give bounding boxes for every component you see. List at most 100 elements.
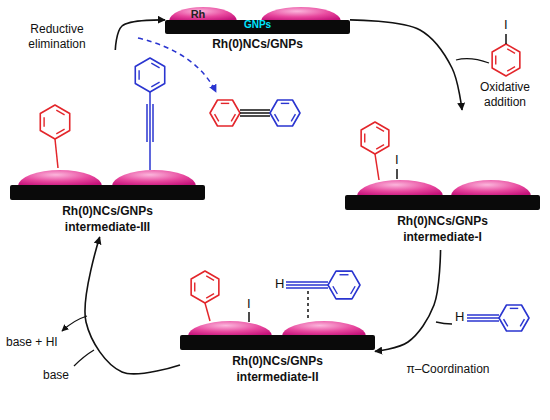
double-bond <box>206 294 214 298</box>
atom-label: I <box>395 153 399 168</box>
double-bond <box>194 283 195 292</box>
rh-nanocluster <box>188 321 272 336</box>
single-bond <box>505 34 507 44</box>
double-bond <box>56 129 64 134</box>
single-bond <box>149 142 151 170</box>
double-bond <box>520 319 524 326</box>
ring-outline <box>210 100 240 126</box>
intermediate-label: intermediate-III <box>10 220 205 235</box>
base-feed-line <box>74 350 94 366</box>
byproduct-arrow <box>62 316 87 331</box>
ring-outline <box>328 271 360 299</box>
ring-outline <box>499 305 529 331</box>
single-bond <box>248 312 250 322</box>
graphene-sheet <box>345 195 540 210</box>
benzene-ring <box>492 44 520 76</box>
byproduct-label: base + HI <box>6 336 58 350</box>
double-bond <box>507 67 515 71</box>
triple-bond <box>240 112 270 114</box>
double-bond <box>215 114 219 121</box>
triple-bond <box>152 104 154 142</box>
support-label: GNPs <box>165 19 350 32</box>
double-bond <box>56 110 64 115</box>
ring-outline <box>135 58 164 92</box>
ring-outline <box>40 105 69 139</box>
graphene-sheet <box>180 335 375 350</box>
intermediate-label: intermediate-I <box>345 230 540 245</box>
ring-outline <box>361 122 389 154</box>
catalyst-label: Rh(0)NCs/GNPs <box>345 214 540 229</box>
single-bond <box>307 291 309 321</box>
rh-nanocluster <box>261 7 341 21</box>
catalyst-label: Rh(0)NCs/GNPs <box>180 354 375 369</box>
benzene-ring <box>328 271 360 299</box>
double-bond <box>275 114 279 121</box>
atom-label: I <box>504 18 508 33</box>
triple-bond <box>146 104 148 142</box>
benzene-ring <box>499 305 529 331</box>
catalyst-state: Rh(0)NCs/GNPsintermediate-III <box>10 50 205 237</box>
double-bond <box>504 319 508 326</box>
reagent-feed-line <box>436 322 452 324</box>
rh-nanocluster <box>451 180 531 196</box>
double-bond <box>495 56 496 65</box>
rh-nanocluster <box>169 7 237 21</box>
step-label: Oxidative addition <box>468 80 542 110</box>
atom-label: H <box>455 310 464 325</box>
graphene-sheet <box>10 185 205 200</box>
triple-bond <box>467 317 499 319</box>
benzene-ring <box>40 105 69 139</box>
reagent-feed-line <box>456 59 489 63</box>
double-bond <box>507 49 515 53</box>
intermediate-label: intermediate-II <box>180 370 375 385</box>
benzene-ring <box>191 271 219 303</box>
double-bond <box>231 114 235 121</box>
single-bond <box>375 154 379 180</box>
benzene-ring <box>361 122 389 154</box>
step-label: base <box>38 368 74 383</box>
reaction-arrow <box>350 20 462 110</box>
double-bond <box>43 117 44 127</box>
double-bond <box>221 103 229 104</box>
single-bond <box>396 169 398 179</box>
reaction-arrow <box>375 250 441 351</box>
ring-outline <box>492 44 520 76</box>
catalyst-state: RhGNPsRh(0)NCs/GNPs <box>165 2 350 58</box>
catalyst-label: Rh(0)NCs/GNPs <box>10 204 205 219</box>
rh-nanocluster <box>357 180 443 196</box>
catalyst-surface <box>345 110 540 250</box>
atom-label: H <box>275 277 284 292</box>
atom-label: I <box>247 297 251 312</box>
triple-bond <box>240 115 270 117</box>
double-bond <box>206 276 214 280</box>
triple-bond <box>467 314 499 316</box>
triple-bond <box>286 284 328 286</box>
single-bond <box>55 139 58 168</box>
double-bond <box>364 134 365 143</box>
single-bond <box>205 303 210 321</box>
double-bond <box>376 145 384 149</box>
step-label: Reductive elimination <box>14 22 100 52</box>
rh-nanocluster <box>112 170 196 186</box>
graphene-sheet <box>165 20 350 34</box>
double-bond <box>291 114 295 121</box>
triple-bond <box>240 109 270 111</box>
catalyst-label: Rh(0)NCs/GNPs <box>165 37 350 52</box>
step-label: π–Coordination <box>392 362 504 377</box>
double-bond <box>376 127 384 131</box>
benzene-ring <box>270 100 300 126</box>
double-bond <box>138 70 139 80</box>
double-bond <box>151 63 159 68</box>
catalyst-state: Rh(0)NCs/GNPsintermediate-I <box>345 110 540 250</box>
triple-bond <box>286 287 328 289</box>
triple-bond <box>286 281 328 283</box>
rh-nanocluster <box>282 321 366 336</box>
triple-bond <box>467 320 499 322</box>
benzene-ring <box>210 100 240 126</box>
triple-bond <box>149 104 151 142</box>
double-bond <box>340 274 349 275</box>
metal-label: Rh <box>187 8 209 22</box>
reaction-arrow <box>115 20 165 50</box>
